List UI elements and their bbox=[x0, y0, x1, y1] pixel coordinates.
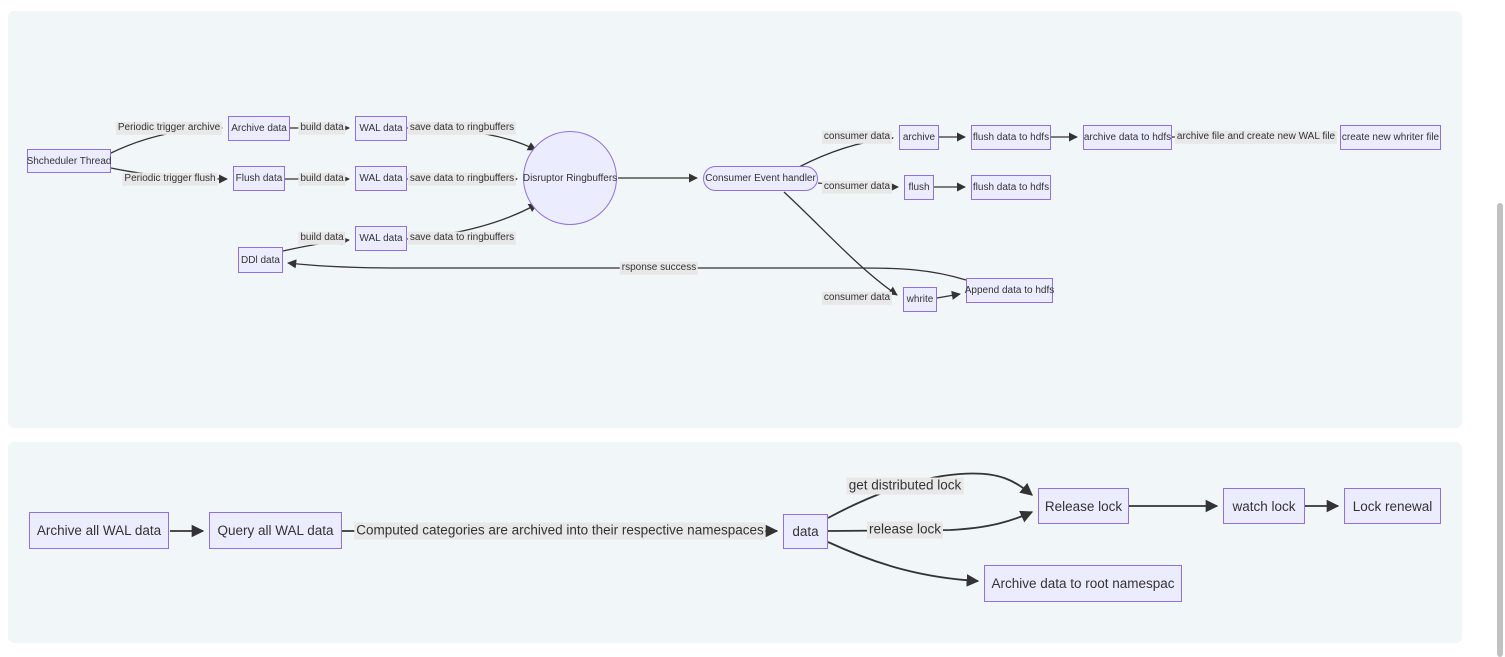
node-watch-lock: watch lock bbox=[1223, 488, 1305, 524]
edge-label: rsponse success bbox=[619, 261, 699, 275]
node-wal-data-1: WAL data bbox=[355, 116, 407, 141]
edge-label: Computed categories are archived into th… bbox=[354, 522, 766, 540]
node-archive-data-to-root-namespac: Archive data to root namespac bbox=[984, 565, 1182, 602]
edge-label: release lock bbox=[866, 521, 944, 539]
node-flush: flush bbox=[904, 175, 934, 200]
node-consumer-event-handler: Consumer Event handler bbox=[703, 166, 818, 191]
wal-write-flow-panel bbox=[8, 11, 1462, 428]
node-query-all-wal-data: Query all WAL data bbox=[209, 512, 342, 549]
edge-label: save data to ringbuffers bbox=[407, 172, 517, 186]
node-wal-data-2: WAL data bbox=[355, 166, 407, 191]
vertical-scrollbar-thumb[interactable] bbox=[1497, 203, 1503, 657]
edge-label: Periodic trigger flush bbox=[122, 172, 218, 186]
edge-label: save data to ringbuffers bbox=[407, 121, 517, 135]
edge-label: consumer data bbox=[821, 291, 893, 305]
node-flush-data-to-hdfs-1: flush data to hdfs bbox=[971, 125, 1051, 150]
node-archive-data: Archive data bbox=[228, 116, 290, 141]
edge-label: Periodic trigger archive bbox=[115, 121, 223, 135]
node-lock-renewal: Lock renewal bbox=[1344, 488, 1441, 524]
node-shcheduler-thread: Shcheduler Thread bbox=[27, 149, 111, 173]
node-append-data-to-hdfs: Append data to hdfs bbox=[965, 278, 1054, 303]
edge-label: build data bbox=[298, 172, 346, 186]
edge-label: save data to ringbuffers bbox=[407, 231, 517, 245]
node-archive-data-to-hdfs: archive data to hdfs bbox=[1083, 125, 1172, 150]
node-flush-data: Flush data bbox=[233, 166, 285, 191]
node-create-new-whriter-file: create new whriter file bbox=[1340, 125, 1441, 150]
node-data: data bbox=[783, 514, 828, 549]
edge-label: consumer data bbox=[821, 180, 893, 194]
edge-label: archive file and create new WAL file bbox=[1174, 130, 1338, 144]
node-disruptor-ringbuffers: Disruptor Ringbuffers bbox=[523, 131, 617, 225]
node-release-lock: Release lock bbox=[1038, 488, 1129, 524]
node-whrite: whrite bbox=[903, 287, 937, 312]
edge-label: build data bbox=[298, 231, 346, 245]
edge-label: consumer data bbox=[821, 130, 893, 144]
node-ddl-data: DDl data bbox=[238, 247, 283, 273]
node-archive-all-wal-data: Archive all WAL data bbox=[29, 512, 169, 549]
node-wal-data-3: WAL data bbox=[355, 226, 407, 251]
node-archive: archive bbox=[899, 125, 939, 150]
edge-label: build data bbox=[298, 121, 346, 135]
node-flush-data-to-hdfs-2: flush data to hdfs bbox=[971, 175, 1051, 200]
edge-label: get distributed lock bbox=[846, 477, 964, 495]
